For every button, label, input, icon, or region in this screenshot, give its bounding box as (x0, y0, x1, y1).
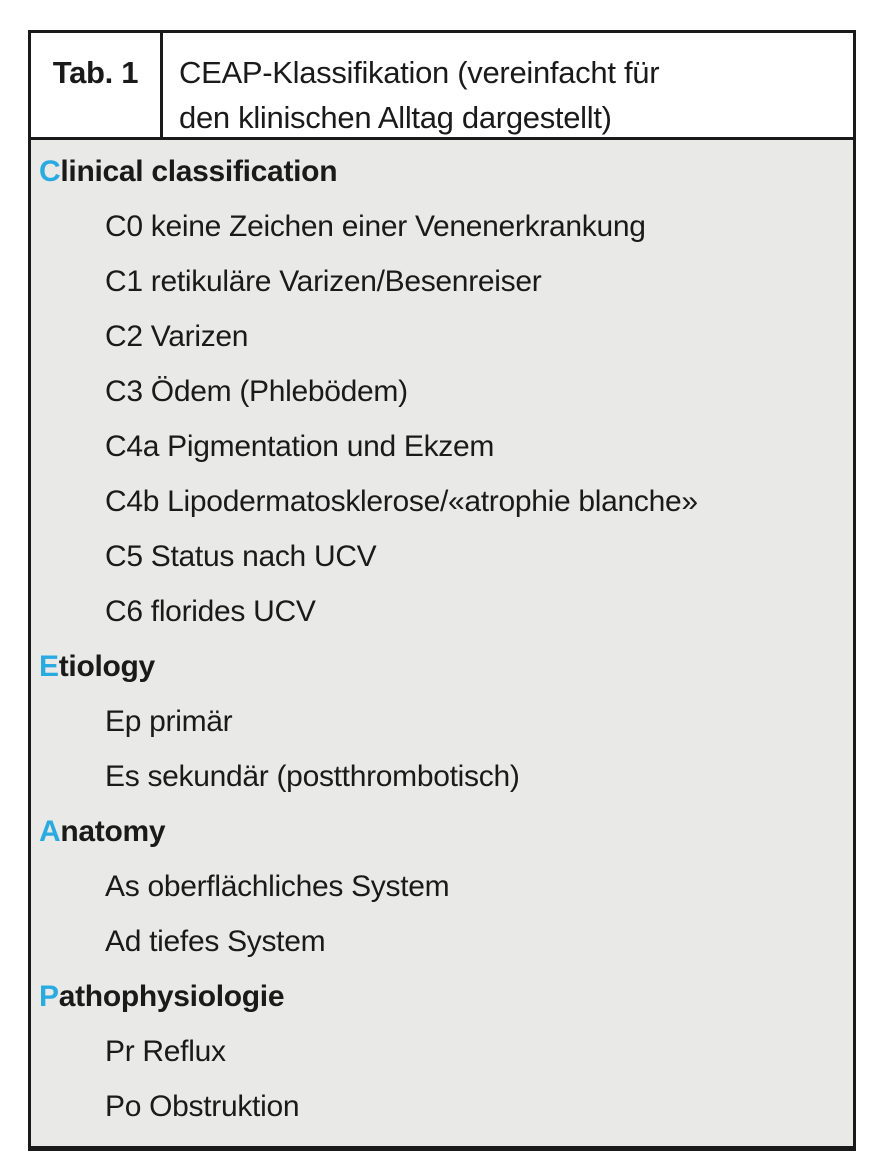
item-c5: C5 Status nach UCV (105, 539, 377, 573)
section-heading-text: linical classification (60, 154, 338, 188)
item-c6: C6 florides UCV (105, 594, 316, 628)
item-c2: C2 Varizen (105, 319, 249, 353)
section-heading-text: tiology (58, 649, 156, 683)
item-c1: C1 retikuläre Varizen/Besenreiser (105, 264, 542, 298)
table-title: CEAP-Klassifikation (vereinfacht für den… (163, 33, 853, 137)
table-title-line1: CEAP-Klassifikation (vereinfacht für (179, 55, 660, 90)
ceap-classification-table: Tab. 1 CEAP-Klassifikation (vereinfacht … (28, 30, 856, 1151)
table-number-label: Tab. 1 (31, 33, 163, 137)
section-initial-c: C (39, 154, 61, 188)
item-ad: Ad tiefes System (105, 924, 326, 958)
item-c3: C3 Ödem (Phlebödem) (105, 374, 408, 408)
table-title-line2: den klinischen Alltag dargestellt) (179, 100, 612, 135)
item-po: Po Obstruktion (105, 1089, 300, 1123)
item-c0: C0 keine Zeichen einer Venenerkrankung (105, 209, 646, 243)
section-initial-e: E (39, 649, 59, 683)
item-c4b: C4b Lipodermatosklerose/«atrophie blanch… (105, 484, 698, 518)
section-heading-text: natomy (60, 814, 166, 848)
item-ep: Ep primär (105, 704, 233, 738)
item-as: As oberflächliches System (105, 869, 450, 903)
section-initial-p: P (39, 979, 59, 1013)
section-heading-text: athophysiologie (58, 979, 285, 1013)
section-initial-a: A (39, 814, 61, 848)
item-c4a: C4a Pigmentation und Ekzem (105, 429, 495, 463)
item-pr: Pr Reflux (105, 1034, 226, 1068)
table-header: Tab. 1 CEAP-Klassifikation (vereinfacht … (31, 33, 853, 140)
item-es: Es sekundär (postthrombotisch) (105, 759, 520, 793)
